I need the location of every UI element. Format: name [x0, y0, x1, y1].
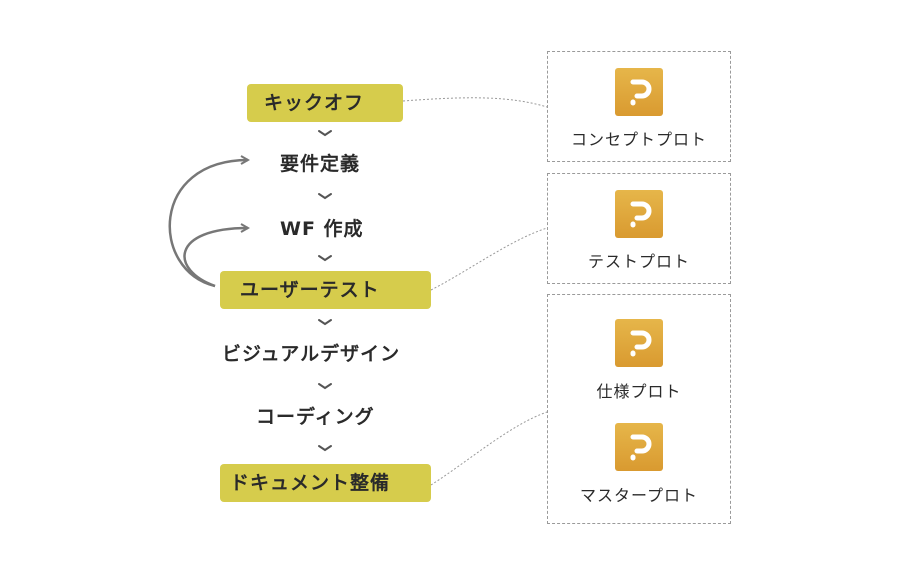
chevron-down-icon — [318, 255, 332, 262]
leader-line-docs — [430, 411, 548, 486]
tool-box-test: テストプロト — [547, 173, 731, 284]
step-documentation: ドキュメント整備 — [230, 472, 391, 494]
chevron-down-icon — [318, 193, 332, 200]
chevron-down-icon — [318, 319, 332, 326]
tool-label-test: テストプロト — [587, 252, 690, 271]
loop-arrow-to-wireframe — [183, 228, 248, 288]
tool-box-spec-master: 仕様プロト マスタープロト — [547, 294, 731, 524]
tool-label-spec: 仕様プロト — [596, 382, 682, 401]
chevron-down-icon — [318, 445, 332, 452]
tool-label-concept: コンセプトプロト — [570, 130, 707, 149]
tool-box-concept: コンセプトプロト — [547, 51, 731, 162]
chevron-down-icon — [318, 383, 332, 390]
tool-label-master: マスタープロト — [579, 486, 699, 505]
leader-line-usertest — [430, 227, 548, 291]
prott-icon — [615, 319, 663, 367]
chevron-down-icon — [318, 130, 332, 137]
step-highlight-kickoff — [247, 84, 403, 122]
step-visual-design: ビジュアルデザイン — [222, 343, 401, 365]
step-usertest: ユーザーテスト — [240, 279, 380, 301]
step-kickoff: キックオフ — [264, 92, 365, 114]
loop-arrow-to-requirements — [168, 160, 248, 288]
step-highlight-usertest — [220, 271, 431, 309]
step-requirements: 要件定義 — [280, 153, 361, 175]
step-coding: コーディング — [256, 406, 375, 428]
step-wireframe: WF 作成 — [280, 218, 364, 240]
prott-icon — [615, 190, 663, 238]
step-highlight-docs — [220, 464, 431, 502]
leader-line-kickoff — [402, 97, 548, 108]
prott-icon — [615, 423, 663, 471]
prott-icon — [615, 68, 663, 116]
